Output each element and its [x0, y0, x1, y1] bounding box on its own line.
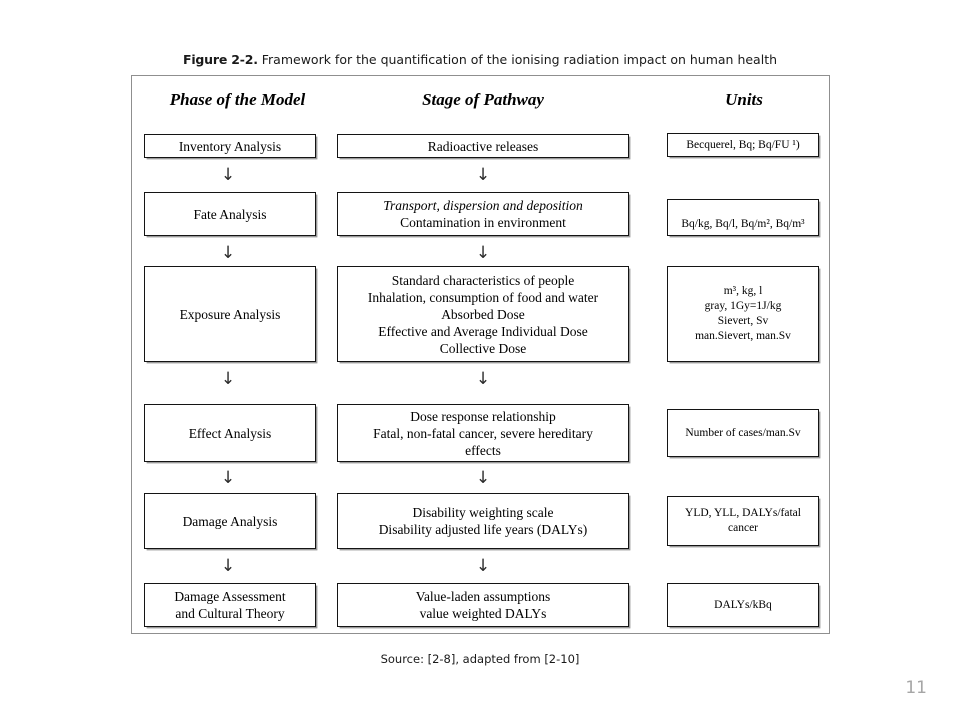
stage-box-line: Radioactive releases	[427, 138, 539, 154]
phase-box-line: Fate Analysis	[193, 206, 267, 222]
stage-box-line: value weighted DALYs	[419, 606, 547, 621]
column-header-stage: Stage of Pathway	[422, 90, 544, 109]
stage-box-line: Disability weighting scale	[412, 505, 554, 520]
stage-box-line: effects	[465, 442, 501, 458]
units-box-yld-yll-dalys: YLD, YLL, DALYs/fatal cancer	[667, 496, 819, 546]
flow-arrow-down-icon: ↓	[475, 165, 491, 185]
flow-arrow-down-icon: ↓	[475, 243, 491, 263]
units-box-line: YLD, YLL, DALYs/fatal	[685, 507, 801, 519]
figure-caption: Figure 2-2. Framework for the quantifica…	[0, 52, 960, 68]
figure-label: Figure 2-2.	[182, 52, 258, 67]
stage-box-disability-weighting: Disability weighting scale Disability ad…	[337, 493, 629, 549]
stage-box-value-laden-assumptions: Value-laden assumptions value weighted D…	[337, 583, 629, 627]
units-box-line: cancer	[728, 522, 758, 534]
flow-arrow-down-icon: ↓	[220, 369, 236, 389]
phase-box-inventory-analysis: Inventory Analysis	[144, 134, 316, 158]
flow-arrow-down-icon: ↓	[475, 468, 491, 488]
phase-box-line: Damage Analysis	[182, 513, 278, 529]
column-header-units: Units	[725, 90, 763, 109]
phase-box-effect-analysis: Effect Analysis	[144, 404, 316, 462]
phase-box-line: Inventory Analysis	[178, 138, 282, 154]
flow-arrow-down-icon: ↓	[220, 468, 236, 488]
units-box-line: m³, kg, l	[723, 285, 763, 297]
phase-box-damage-assessment: Damage Assessment and Cultural Theory	[144, 583, 316, 627]
stage-box-line: Collective Dose	[439, 340, 527, 356]
flow-arrow-down-icon: ↓	[220, 165, 236, 185]
units-box-dose-units: m³, kg, l gray, 1Gy=1J/kg Sievert, Sv ma…	[667, 266, 819, 362]
units-box-line: Becquerel, Bq; Bq/FU ¹)	[686, 138, 800, 151]
stage-box-line: Absorbed Dose	[441, 306, 525, 322]
framework-diagram: Phase of the Model Stage of Pathway Unit…	[131, 75, 830, 634]
units-box-line: Sievert, Sv	[717, 315, 769, 327]
phase-box-damage-analysis: Damage Analysis	[144, 493, 316, 549]
source-note: Source: [2-8], adapted from [2-10]	[380, 652, 580, 666]
stage-box-transport-dispersion: Transport, dispersion and deposition Con…	[337, 192, 629, 236]
units-box-line: DALYs/kBq	[714, 598, 772, 611]
phase-box-line: and Cultural Theory	[175, 606, 285, 621]
stage-box-line: Fatal, non-fatal cancer, severe heredita…	[373, 425, 593, 441]
flow-arrow-down-icon: ↓	[220, 556, 236, 576]
stage-box-line: Disability adjusted life years (DALYs)	[378, 522, 588, 537]
phase-box-line: Damage Assessment	[174, 589, 286, 604]
stage-box-dose-response: Dose response relationship Fatal, non-fa…	[337, 404, 629, 462]
units-box-line: gray, 1Gy=1J/kg	[704, 300, 782, 312]
flow-arrow-down-icon: ↓	[220, 243, 236, 263]
flow-arrow-down-icon: ↓	[475, 556, 491, 576]
units-box-line: man.Sievert, man.Sv	[695, 330, 791, 342]
stage-box-line: Effective and Average Individual Dose	[378, 323, 588, 339]
units-box-becquerel: Becquerel, Bq; Bq/FU ¹)	[667, 133, 819, 157]
stage-box-line: Standard characteristics of people	[391, 272, 575, 288]
page-number: 11	[905, 678, 927, 698]
stage-box-exposure-pathway: Standard characteristics of people Inhal…	[337, 266, 629, 362]
column-header-phase: Phase of the Model	[169, 90, 306, 109]
stage-box-line: Dose response relationship	[410, 408, 556, 424]
units-box-line: Number of cases/man.Sv	[685, 426, 801, 439]
units-box-bq-concentrations: Bq/kg, Bq/l, Bq/m², Bq/m³	[667, 199, 819, 236]
units-box-number-of-cases: Number of cases/man.Sv	[667, 409, 819, 457]
figure-caption-text: Framework for the quantification of the …	[257, 52, 778, 67]
stage-box-line: Transport, dispersion and deposition	[383, 198, 583, 213]
stage-box-line: Value-laden assumptions	[415, 589, 551, 604]
flow-arrow-down-icon: ↓	[475, 369, 491, 389]
phase-box-line: Exposure Analysis	[179, 306, 281, 322]
phase-box-exposure-analysis: Exposure Analysis	[144, 266, 316, 362]
stage-box-line: Contamination in environment	[400, 215, 566, 230]
units-box-line: Bq/kg, Bq/l, Bq/m², Bq/m³	[681, 218, 805, 230]
phase-box-line: Effect Analysis	[188, 425, 272, 441]
stage-box-line: Inhalation, consumption of food and wate…	[367, 289, 599, 305]
phase-box-fate-analysis: Fate Analysis	[144, 192, 316, 236]
units-box-dalys-per-kbq: DALYs/kBq	[667, 583, 819, 627]
stage-box-radioactive-releases: Radioactive releases	[337, 134, 629, 158]
